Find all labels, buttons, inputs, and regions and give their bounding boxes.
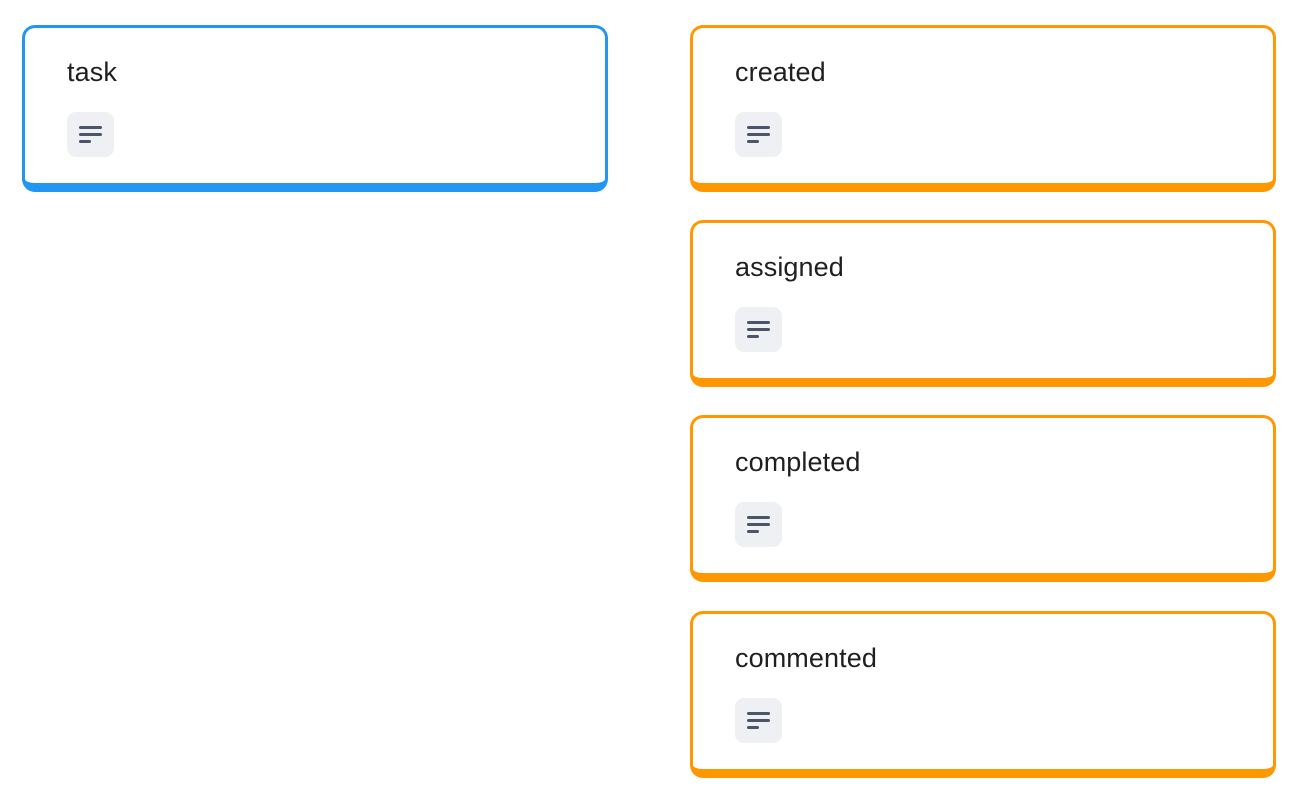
card-label-completed: completed <box>735 447 861 477</box>
card-label-commented: commented <box>735 643 877 673</box>
entity-card-commented[interactable]: commented <box>690 611 1276 778</box>
entity-card-assigned[interactable]: assigned <box>690 220 1276 387</box>
card-label-created: created <box>735 57 826 87</box>
entity-card-completed[interactable]: completed <box>690 415 1276 582</box>
entity-card-task[interactable]: task <box>22 25 608 192</box>
text-lines-icon[interactable] <box>735 502 782 547</box>
entity-card-created[interactable]: created <box>690 25 1276 192</box>
text-lines-icon[interactable] <box>735 307 782 352</box>
card-label-assigned: assigned <box>735 252 844 282</box>
text-lines-icon[interactable] <box>735 112 782 157</box>
card-label-task: task <box>67 57 117 87</box>
text-lines-icon[interactable] <box>67 112 114 157</box>
text-lines-icon[interactable] <box>735 698 782 743</box>
